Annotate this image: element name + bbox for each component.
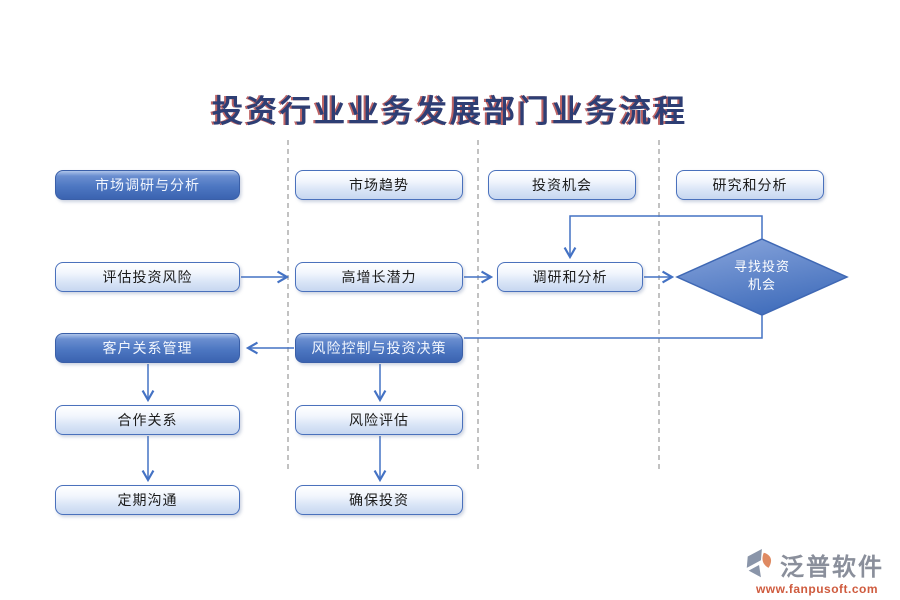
node-evaluate-risk: 评估投资风险 — [55, 262, 240, 292]
fanpu-logo-url: www.fanpusoft.com — [755, 582, 879, 596]
node-find-opportunity: 寻找投资机会 — [733, 259, 790, 292]
node-label: 合作关系 — [117, 412, 178, 428]
node-market-research: 市场调研与分析 — [55, 170, 240, 200]
node-high-growth: 高增长潜力 — [295, 262, 463, 292]
node-label: 评估投资风险 — [102, 269, 193, 285]
node-label: 调研和分析 — [532, 269, 608, 285]
node-label: 确保投资 — [349, 492, 409, 508]
node-label: 定期沟通 — [117, 492, 178, 508]
node-label: 风险评估 — [349, 412, 409, 428]
node-label: 研究和分析 — [712, 177, 788, 193]
flow-connector-decision-to-survey — [563, 215, 763, 260]
node-risk-control: 风险控制与投资决策 — [295, 333, 463, 363]
flow-connector-decision-to-riskcontrol — [464, 315, 763, 339]
page-title: 投资行业业务发展部门业务流程 — [212, 94, 688, 129]
fanpu-logo-icon — [746, 548, 772, 577]
node-label: 市场趋势 — [349, 177, 409, 193]
node-label: 客户关系管理 — [102, 340, 193, 356]
node-survey-analysis: 调研和分析 — [497, 262, 643, 292]
node-label: 高增长潜力 — [341, 269, 417, 285]
node-regular-communication: 定期沟通 — [55, 485, 240, 515]
node-cooperation: 合作关系 — [55, 405, 240, 435]
node-label: 风险控制与投资决策 — [311, 340, 447, 356]
node-research-analysis: 研究和分析 — [676, 170, 824, 200]
node-label: 市场调研与分析 — [95, 177, 200, 193]
node-label: 投资机会 — [532, 177, 592, 193]
fanpu-logo: 泛普软件 www.fanpusoft.com — [742, 547, 894, 596]
node-risk-assessment: 风险评估 — [295, 405, 463, 435]
node-ensure-investment: 确保投资 — [295, 485, 463, 515]
node-customer-relationship: 客户关系管理 — [55, 333, 240, 363]
node-investment-opportunity: 投资机会 — [488, 170, 636, 200]
node-market-trend: 市场趋势 — [295, 170, 463, 200]
fanpu-logo-text: 泛普软件 — [780, 554, 884, 581]
